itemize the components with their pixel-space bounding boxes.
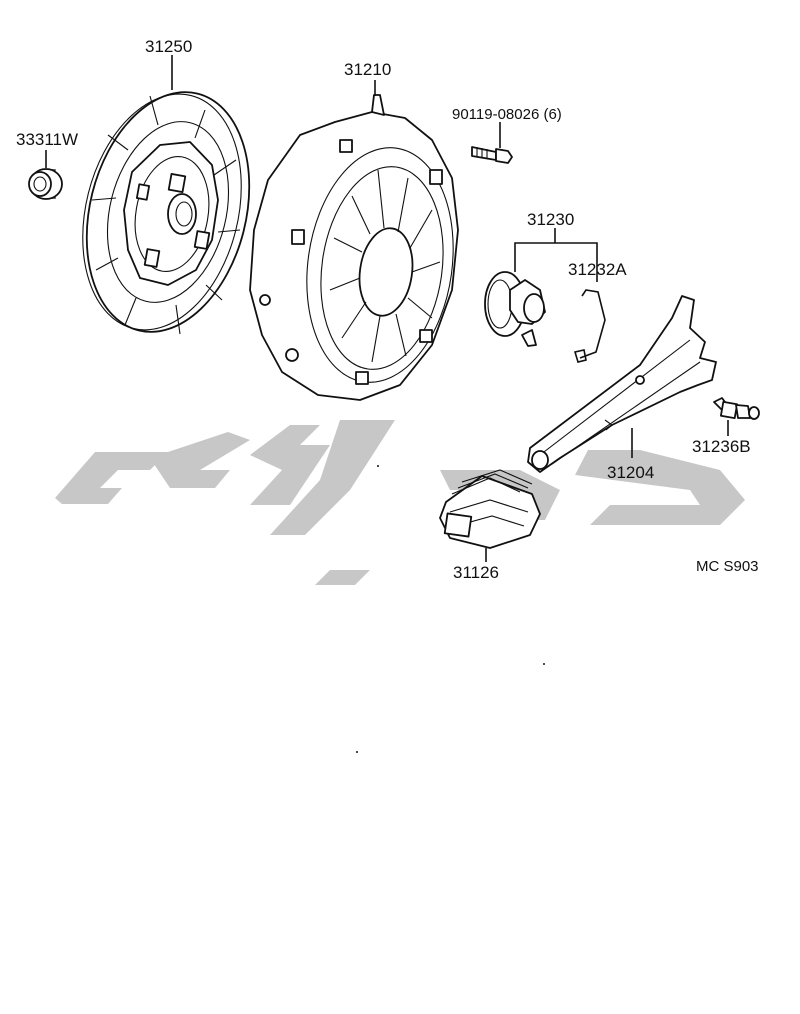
label-33311w: 33311W <box>16 130 78 149</box>
clutch-disc-drawing <box>82 55 251 335</box>
diagram-code: MC S903 <box>696 558 759 575</box>
watermark-logo <box>55 420 745 585</box>
cover-bolt-drawing <box>471 122 513 164</box>
label-31232a: 31232A <box>568 260 627 279</box>
label-31236b: 31236B <box>692 437 751 456</box>
label-31210: 31210 <box>344 60 391 79</box>
pilot-bearing-drawing <box>28 150 63 200</box>
fork-boot-drawing <box>439 469 541 562</box>
fork-pivot-stud-drawing <box>713 397 760 436</box>
clutch-cover-drawing <box>249 80 459 401</box>
label-31126: 31126 <box>453 563 499 582</box>
label-31204: 31204 <box>607 463 654 482</box>
label-31250: 31250 <box>145 37 192 56</box>
release-clip-drawing <box>573 289 606 363</box>
release-bearing-drawing <box>484 228 598 347</box>
label-31230: 31230 <box>527 210 574 229</box>
label-90119-08026: 90119-08026 (6) <box>452 106 562 123</box>
release-fork-drawing <box>527 295 717 473</box>
